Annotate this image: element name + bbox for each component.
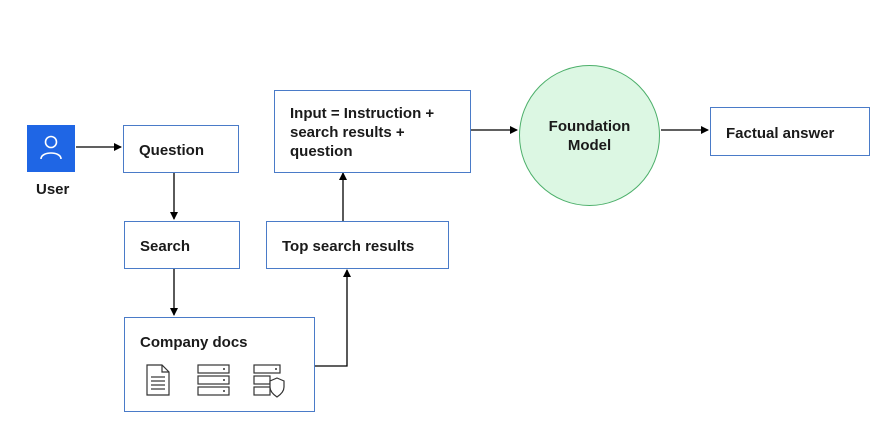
company-docs-box: Company docs	[124, 317, 315, 412]
foundation-model-label: Foundation Model	[548, 117, 631, 154]
input-box: Input = Instruction + search results + q…	[274, 90, 471, 173]
question-label: Question	[139, 142, 205, 159]
company-docs-label: Company docs	[140, 334, 248, 351]
factual-answer-box: Factual answer	[710, 107, 870, 156]
top-search-results-label: Top search results	[282, 238, 415, 255]
search-label: Search	[140, 238, 191, 255]
document-icon	[146, 364, 170, 396]
question-box: Question	[123, 125, 239, 173]
input-label: Input = Instruction + search results + q…	[290, 105, 435, 160]
arrow-docs-to-results	[315, 269, 351, 367]
top-search-results-box: Top search results	[266, 221, 449, 269]
user-label: User	[36, 181, 70, 198]
factual-answer-label: Factual answer	[726, 125, 835, 142]
search-box: Search	[124, 221, 240, 269]
server-icon	[197, 364, 230, 396]
foundation-model-node: Foundation Model	[519, 65, 660, 206]
secure-server-icon	[253, 364, 285, 398]
user-icon	[27, 125, 75, 172]
